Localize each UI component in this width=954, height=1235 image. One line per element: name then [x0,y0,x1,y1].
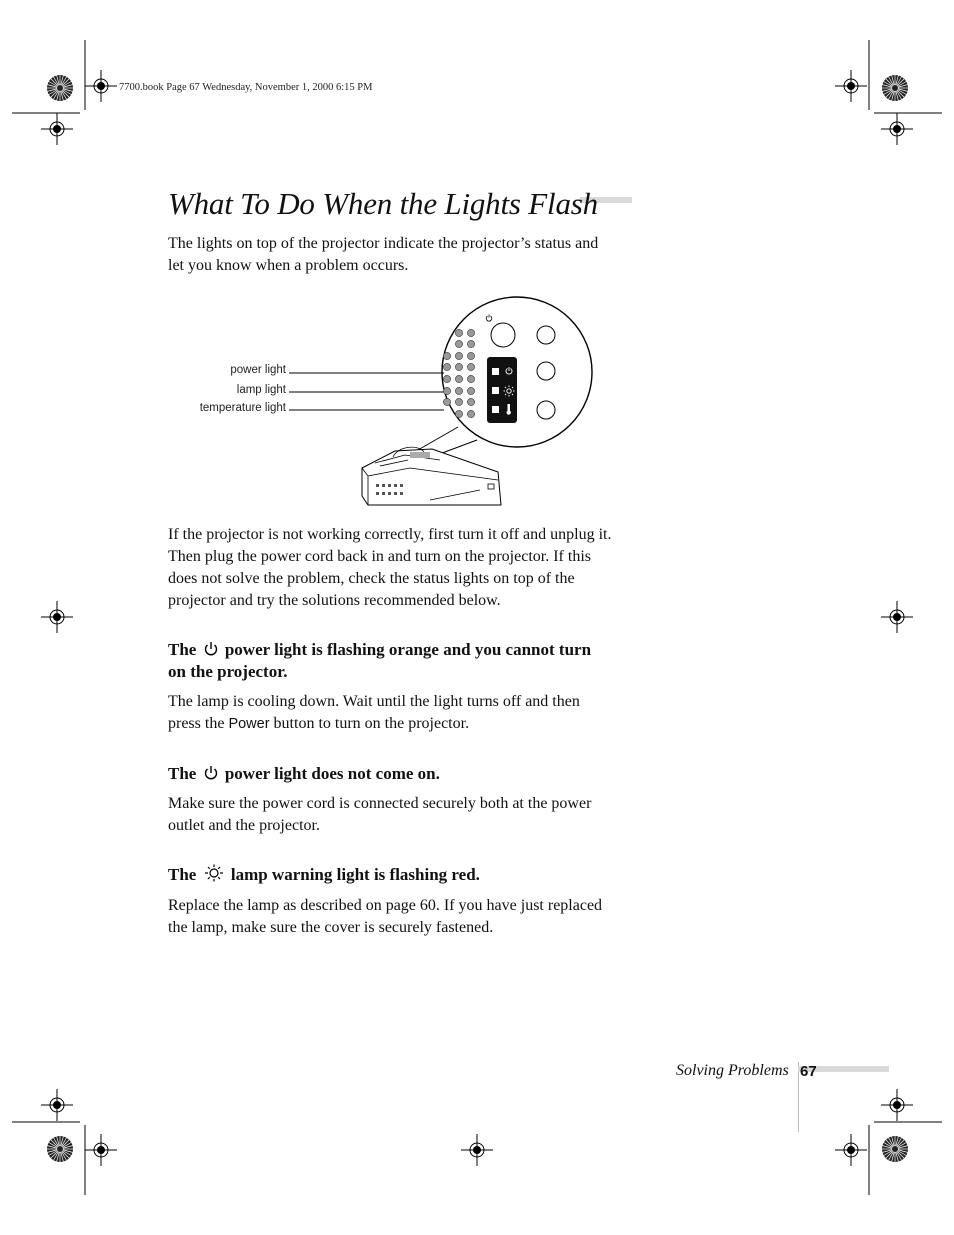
speaker-dot [443,375,451,383]
sunburst-center [57,85,63,91]
title-bar [580,197,632,203]
speaker-dot [455,387,463,395]
speaker-dot [455,340,463,348]
section-body-lamp-warning: Replace the lamp as described on page 60… [168,895,638,939]
callout-lamp-light: lamp light [236,384,286,396]
body-line: The lamp is cooling down. Wait until the… [168,693,580,710]
troubleshoot-line: If the projector is not working correctl… [168,526,612,543]
heading-prefix: The [168,764,197,783]
heading-prefix: The [168,865,197,884]
heading-prefix: The [168,640,197,659]
intro-paragraph: The lights on top of the projector indic… [168,233,638,277]
speaker-dot [467,363,475,371]
speaker-dot [443,387,451,395]
heading-text: on the projector. [168,662,288,681]
sunburst-center [892,85,898,91]
page-number: 67 [800,1063,817,1080]
footer-chapter: Solving Problems [676,1062,789,1079]
speaker-dot [455,398,463,406]
page-number-bar [798,1066,889,1072]
speaker-dot [467,340,475,348]
troubleshoot-paragraph: If the projector is not working correctl… [168,524,638,612]
speaker-dot [443,398,451,406]
troubleshoot-line: projector and try the solutions recommen… [168,592,501,609]
page-title: What To Do When the Lights Flash [168,186,598,221]
footer-rule [798,1062,799,1132]
heading-text: lamp warning light is flashing red. [230,865,480,884]
speaker-dot [443,352,451,360]
section-heading-power-flashing: The power light is flashing orange and y… [168,639,638,683]
section-body-power-off: Make sure the power cord is connected se… [168,793,638,837]
speaker-dot [455,352,463,360]
troubleshoot-line: Then plug the power cord back in and tur… [168,548,591,565]
speaker-dot [467,410,475,418]
section-heading-power-off: The power light does not come on. [168,763,638,785]
body-line: press the Power button to turn on the pr… [168,715,470,732]
heading-text: power light does not come on. [224,764,440,783]
body-line: the lamp, make sure the cover is securel… [168,919,494,936]
intro-line: The lights on top of the projector indic… [168,235,599,252]
speaker-dot [467,398,475,406]
speaker-dot [467,375,475,383]
sunburst-center [57,1146,63,1152]
body-line: Replace the lamp as described on page 60… [168,897,603,914]
intro-line: let you know when a problem occurs. [168,257,409,274]
speaker-dot [455,329,463,337]
sunburst-center [892,1146,898,1152]
callout-power-light: power light [230,364,286,376]
slug-line: 7700.book Page 67 Wednesday, November 1,… [119,82,373,93]
projector-diagram [289,296,593,506]
speaker-dot [467,329,475,337]
heading-text: power light is flashing orange and you c… [224,640,592,659]
body-line: outlet and the projector. [168,817,320,834]
speaker-dot [455,375,463,383]
body-line: Make sure the power cord is connected se… [168,795,592,812]
section-body-power-flashing: The lamp is cooling down. Wait until the… [168,691,638,735]
speaker-dot [467,387,475,395]
lamp-icon [204,864,223,882]
power-key-label: Power [228,716,270,732]
callout-temperature-light: temperature light [199,402,286,414]
speaker-dot [467,352,475,360]
section-heading-lamp-warning: The lamp warning light is flashing red. [168,864,638,886]
troubleshoot-line: does not solve the problem, check the st… [168,570,575,587]
power-icon [204,642,217,656]
speaker-dot [455,363,463,371]
power-icon [204,766,217,780]
speaker-dot [443,363,451,371]
speaker-dot [455,410,463,418]
